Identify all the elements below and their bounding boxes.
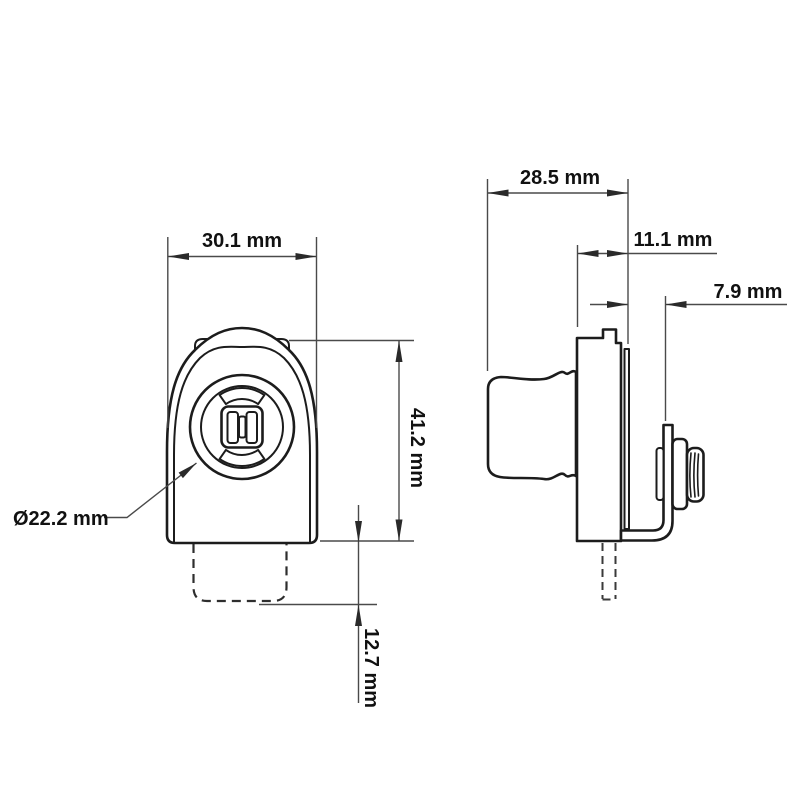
dim-side-bracket-arrow-left	[607, 301, 628, 308]
dim-front-height: 41.2 mm	[289, 339, 428, 542]
side-screw-washer	[655, 447, 665, 501]
dim-front-width: 30.1 mm	[167, 230, 318, 428]
dim-side-overall-arrow-left	[487, 189, 509, 197]
dim-front-width-arrow-right	[295, 253, 317, 260]
front-socket-slot-top	[218, 387, 266, 406]
dimension-annotations: 30.1 mm 41.2 mm 12.7 mm Ø22.2 mm 28	[13, 167, 787, 708]
side-screw-flange	[671, 437, 689, 511]
front-view	[165, 326, 319, 603]
dim-side-overall-depth: 28.5 mm	[486, 167, 629, 371]
side-plate-outline	[623, 348, 630, 530]
front-socket-inner-circle	[200, 385, 284, 469]
dim-label-front-width: 30.1 mm	[202, 230, 282, 252]
side-view	[486, 328, 705, 601]
dim-label-front-stem-depth: 12.7 mm	[360, 628, 382, 708]
dim-front-stem-arrow-bottom	[355, 604, 362, 626]
dim-front-diameter-arrowhead	[178, 463, 197, 479]
dim-label-side-overall-depth: 28.5 mm	[520, 167, 600, 189]
dim-side-body-arrow-right	[607, 250, 628, 257]
side-body-outline	[575, 328, 623, 543]
dim-front-height-arrow-top	[395, 340, 403, 362]
front-hidden-stem-outline	[192, 544, 288, 603]
side-hidden-stem-outline	[601, 543, 617, 601]
dim-side-body-depth: 11.1 mm	[576, 229, 717, 327]
dim-front-diameter: Ø22.2 mm	[13, 462, 197, 530]
front-contact-center-slot	[238, 415, 247, 439]
dim-label-side-bracket-offset: 7.9 mm	[714, 281, 783, 303]
dim-label-front-diameter: Ø22.2 mm	[13, 508, 109, 530]
dim-side-bracket-offset: 7.9 mm	[590, 281, 787, 421]
side-bracket-outline	[619, 423, 674, 542]
dim-label-front-height: 41.2 mm	[406, 408, 428, 488]
dim-side-bracket-arrow-right	[665, 301, 687, 308]
dim-side-body-arrow-left	[577, 250, 599, 257]
dim-front-stem-arrow-top	[355, 521, 362, 543]
front-contact-block-outline	[220, 405, 264, 449]
side-screw-knurl-lines	[689, 452, 700, 498]
front-socket-slot-bottom	[218, 448, 266, 467]
dim-front-width-arrow-left	[167, 253, 189, 260]
dim-front-stem-depth: 12.7 mm	[259, 505, 382, 708]
front-body-inner-contour	[173, 345, 311, 544]
dim-front-height-arrow-bottom	[395, 519, 403, 541]
front-socket-outer-circle	[188, 373, 296, 481]
dim-label-side-body-depth: 11.1 mm	[634, 229, 713, 251]
side-screw-knob	[685, 446, 705, 503]
side-spool-outline	[486, 370, 578, 481]
dim-side-overall-arrow-right	[607, 189, 628, 197]
